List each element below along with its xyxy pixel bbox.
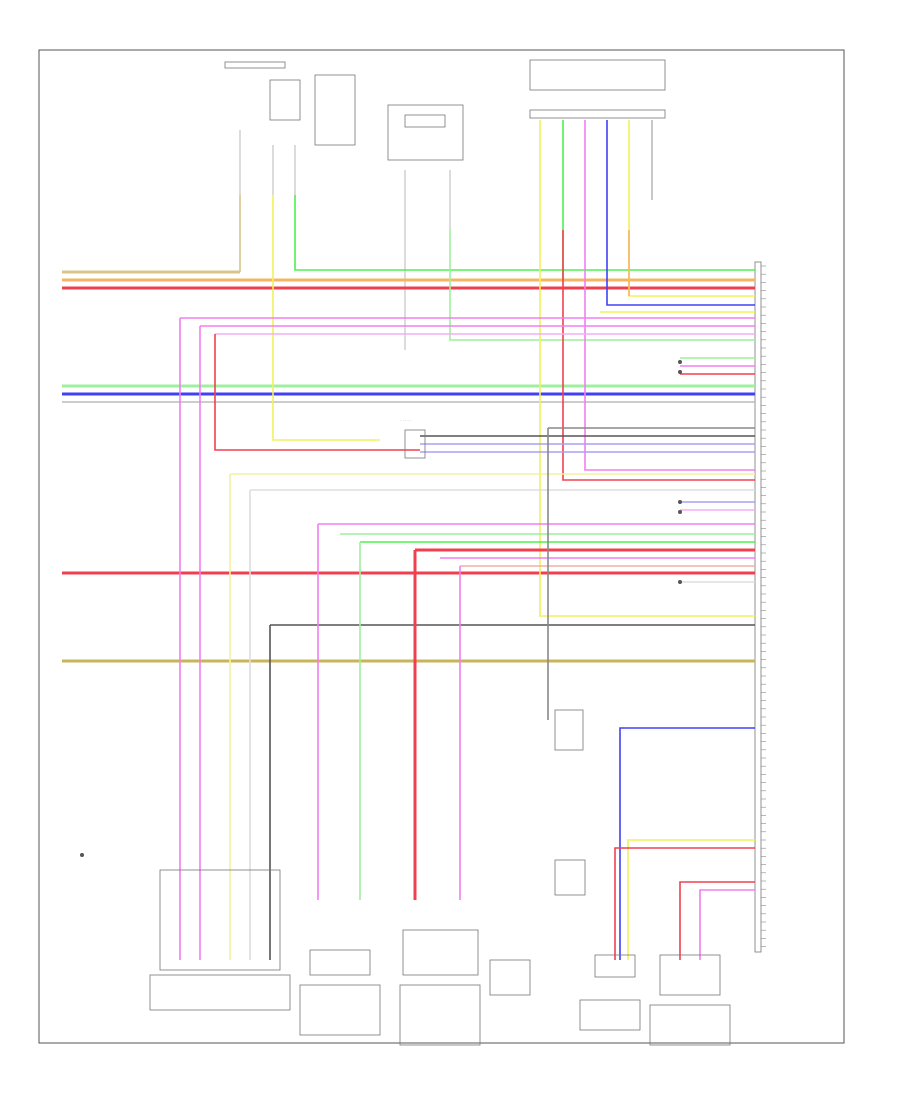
bottom-component-2	[299, 949, 381, 1036]
top-right-vertical-wires	[539, 120, 755, 617]
wire-lightgreen-top	[449, 230, 755, 341]
bottom-component-1	[149, 869, 291, 1011]
bottom-component-6	[649, 954, 731, 1046]
center-junction: · · · · ·	[214, 334, 426, 459]
top-middle-component	[387, 104, 464, 350]
drop-14	[679, 881, 755, 960]
drop-15	[699, 889, 755, 960]
lower-middle-component-1	[554, 709, 584, 751]
top-right-connector	[529, 59, 666, 119]
wire-yellow-top	[272, 195, 380, 441]
wire-pink-tr	[584, 120, 755, 471]
wire-yellow-tr	[539, 120, 755, 617]
bottom-component-4	[489, 959, 531, 996]
bottom-component-5	[579, 954, 641, 1031]
drop-11	[619, 727, 755, 960]
wire-red-tr	[562, 230, 755, 481]
bottom-vertical-wires	[179, 318, 755, 960]
right-wire-bank	[180, 311, 755, 626]
wire-blue-tr	[606, 120, 755, 306]
lower-middle-component-2	[554, 859, 586, 896]
wire-red-junction	[214, 334, 420, 451]
top-vertical-wires	[239, 195, 755, 441]
svg-text:· · · · ·: · · · · ·	[400, 418, 411, 423]
right-main-connector	[754, 261, 766, 953]
drop-13	[614, 847, 755, 960]
drop-12	[627, 839, 755, 960]
wire-green-top	[294, 195, 755, 271]
top-left-component	[224, 61, 356, 195]
bottom-component-3	[399, 929, 481, 1046]
connector-dots	[80, 360, 682, 857]
diagram-border	[38, 49, 845, 1044]
left-wires	[62, 270, 755, 663]
